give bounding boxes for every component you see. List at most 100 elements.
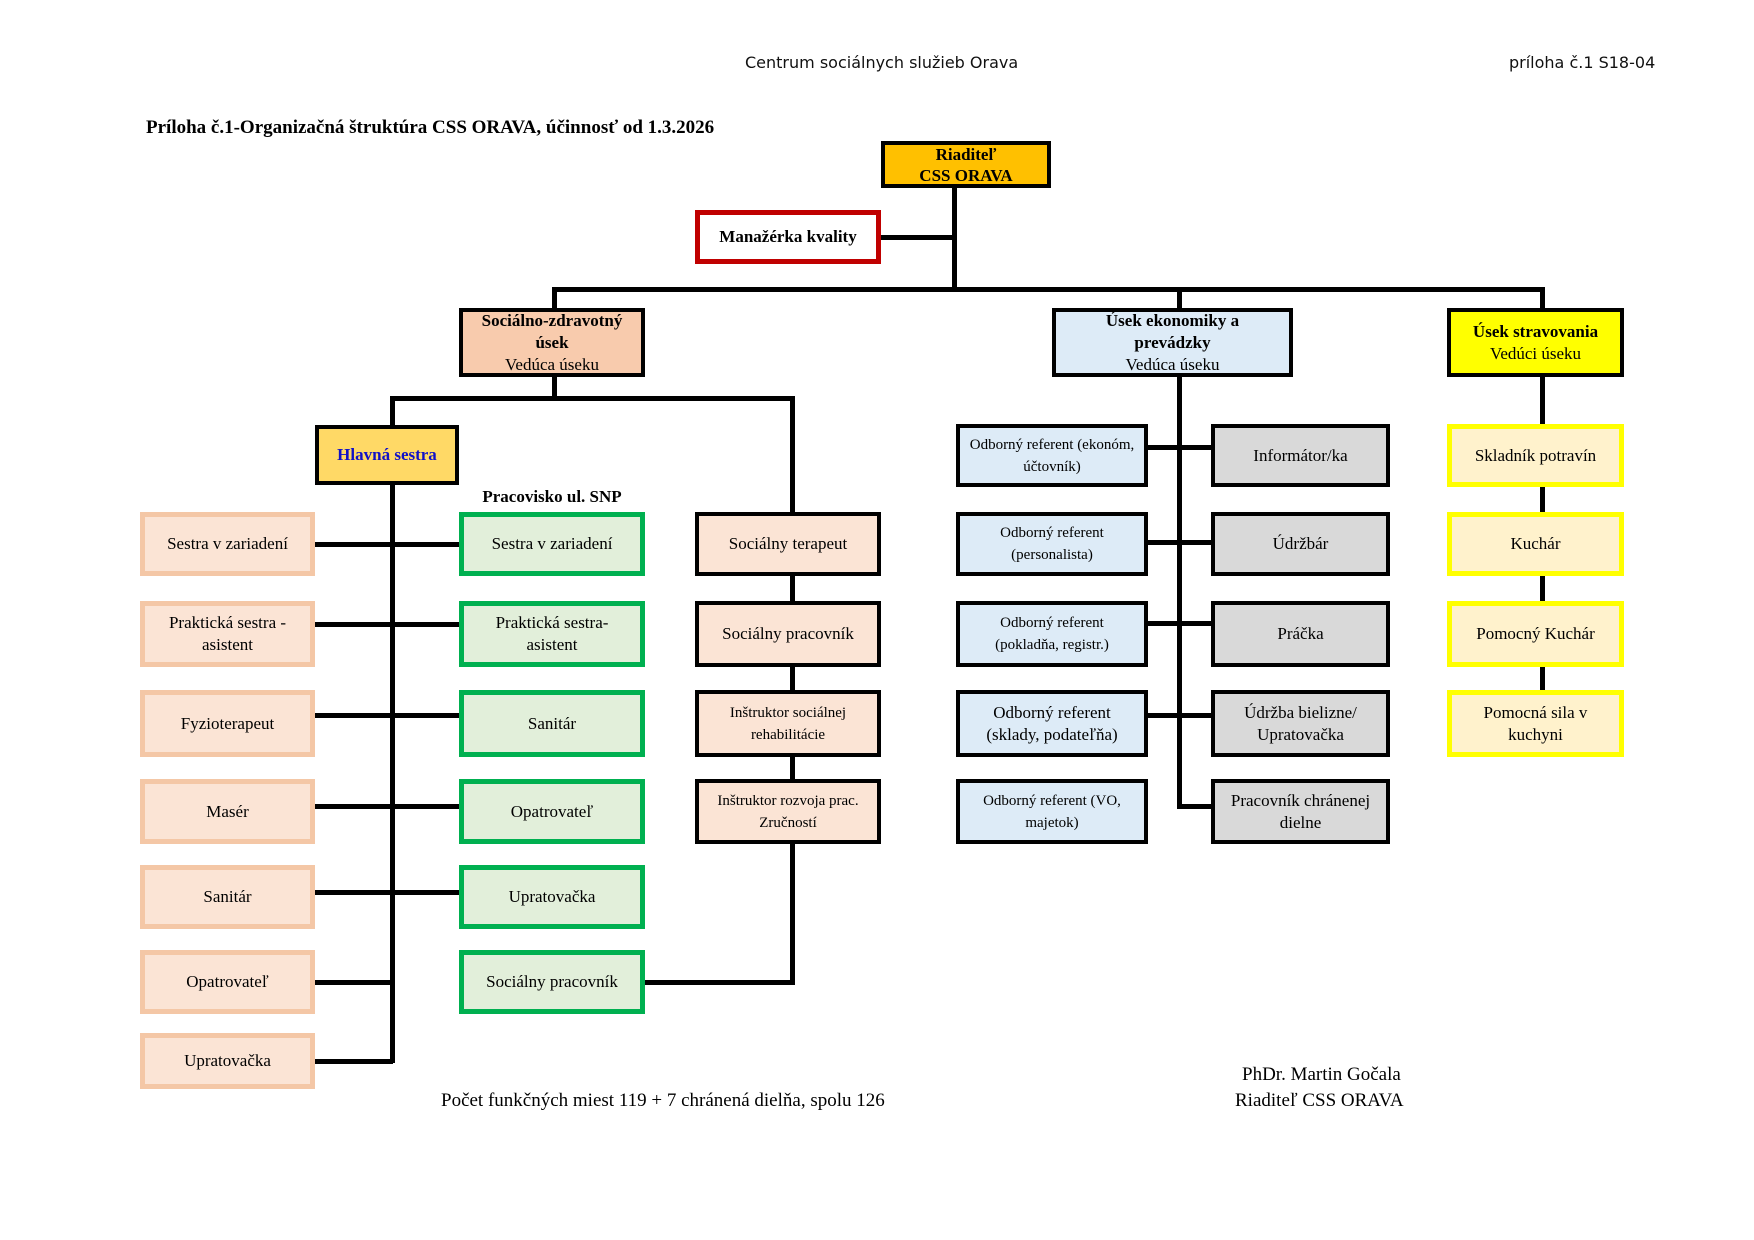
position-box: Sociálny pracovník <box>459 950 645 1014</box>
connector-line <box>315 542 459 547</box>
position-label: Opatrovateľ <box>510 801 594 821</box>
position-label: Sanitár <box>527 713 577 733</box>
connector-line <box>1148 621 1211 626</box>
connector-line <box>552 287 1545 292</box>
position-label: Upratovačka <box>184 1051 271 1070</box>
department-catering: Úsek stravovania Vedúci úseku <box>1447 308 1624 377</box>
position-box: Sestra v zariadení <box>140 512 315 576</box>
position-box: Sanitár <box>140 865 315 929</box>
position-label: Sociálny terapeut <box>728 534 848 553</box>
department-name-line2: prevádzky <box>1134 332 1211 352</box>
position-box: Skladník potravín <box>1447 424 1624 487</box>
department-name: Úsek stravovania <box>1472 321 1599 341</box>
position-label: Kuchár <box>1510 534 1561 553</box>
position-label-line2: rehabilitácie <box>750 726 826 743</box>
head-nurse-label: Hlavná sestra <box>337 445 437 464</box>
position-label: Sanitár <box>203 887 252 906</box>
position-label: Odborný referent (VO, <box>983 792 1121 809</box>
connector-line <box>315 980 393 985</box>
position-label-line2: (sklady, podateľňa) <box>986 724 1118 744</box>
position-box: Sociálny pracovník <box>695 601 881 667</box>
director-org: CSS ORAVA <box>919 165 1013 185</box>
department-economy: Úsek ekonomiky a prevádzky Vedúca úseku <box>1052 308 1293 377</box>
document-header-center: Centrum sociálnych služieb Orava <box>745 53 1019 72</box>
position-box: Inštruktor sociálnej rehabilitácie <box>695 690 881 757</box>
department-name-line1: Sociálno-zdravotný <box>481 310 623 330</box>
connector-line <box>315 890 459 895</box>
position-label: Údržba bielizne/ <box>1244 702 1357 722</box>
position-label: Údržbár <box>1272 534 1329 553</box>
position-box: Upratovačka <box>459 865 645 929</box>
position-box: Opatrovateľ <box>459 779 645 844</box>
position-box: Sociálny terapeut <box>695 512 881 576</box>
position-label: Sociálny pracovník <box>486 972 618 991</box>
position-label: Sestra v zariadení <box>491 534 613 553</box>
connector-line <box>552 287 557 308</box>
position-box: Sestra v zariadení <box>459 512 645 576</box>
connector-line <box>1177 287 1182 308</box>
position-box: Fyzioterapeut <box>140 690 315 757</box>
connector-line <box>1148 713 1211 718</box>
head-nurse-box: Hlavná sestra <box>315 425 459 485</box>
connector-line <box>390 396 395 425</box>
position-label: Inštruktor sociálnej <box>729 704 847 721</box>
position-box: Údržbár <box>1211 512 1390 576</box>
department-social-health: Sociálno-zdravotný úsek Vedúca úseku <box>459 308 645 377</box>
position-label: Skladník potravín <box>1474 445 1597 465</box>
position-label: Pomocný Kuchár <box>1476 624 1595 643</box>
position-label: Fyzioterapeut <box>180 713 275 733</box>
position-label: Práčka <box>1277 624 1324 643</box>
workplace-snp-label: Pracovisko ul. SNP <box>482 487 622 506</box>
position-box: Pomocný Kuchár <box>1447 601 1624 667</box>
signature-title: Riaditeľ CSS ORAVA <box>1235 1090 1404 1111</box>
position-box: Odborný referent (ekonóm,účtovník) <box>956 424 1148 487</box>
position-label: Odborný referent <box>1000 525 1104 541</box>
position-box: Masér <box>140 779 315 844</box>
position-label-line2: Upratovačka <box>1257 724 1344 744</box>
position-box: Sanitár <box>459 690 645 757</box>
position-box: Informátor/ka <box>1211 424 1390 487</box>
quality-manager-label: Manažérka kvality <box>719 227 857 246</box>
position-label: Odborný referent <box>1000 615 1104 631</box>
position-label-line2: asistent <box>202 635 253 654</box>
director-title: Riaditeľ <box>935 144 997 164</box>
document-header-right: príloha č.1 S18-04 <box>1509 53 1656 72</box>
connector-line <box>1148 540 1211 545</box>
connector-line <box>315 713 459 718</box>
position-box: Odborný referent (VO,majetok) <box>956 779 1148 844</box>
connector-line <box>315 622 459 627</box>
position-label: Praktická sestra - <box>168 613 287 632</box>
position-box: Inštruktor rozvoja prac.Zručností <box>695 779 881 844</box>
position-label-line2: Zručností <box>759 814 817 831</box>
connector-line <box>552 377 557 398</box>
connector-line <box>1177 804 1211 809</box>
department-name-line1: Úsek ekonomiky a <box>1105 310 1240 330</box>
department-name-line2: úsek <box>535 332 569 352</box>
quality-manager-box: Manažérka kvality <box>695 210 881 264</box>
signature-name: PhDr. Martin Gočala <box>1242 1064 1401 1085</box>
department-head: Vedúca úseku <box>1125 354 1220 374</box>
position-box: Upratovačka <box>140 1033 315 1089</box>
position-box: Údržba bielizne/Upratovačka <box>1211 690 1390 757</box>
connector-line <box>390 396 795 401</box>
position-label: Pracovník chránenej <box>1230 790 1371 810</box>
position-label-line2: dielne <box>1279 812 1322 832</box>
position-label: Masér <box>206 801 249 821</box>
connector-line <box>1177 377 1182 809</box>
position-box: Práčka <box>1211 601 1390 667</box>
position-label-line2: asistent <box>526 635 578 654</box>
connector-line <box>881 235 955 240</box>
connector-line <box>1540 287 1545 308</box>
position-label: Odborný referent (ekonóm, <box>969 436 1135 453</box>
position-label: Sestra v zariadení <box>167 534 288 553</box>
position-box: Praktická sestra-asistent <box>459 601 645 667</box>
position-label: Informátor/ka <box>1253 445 1348 465</box>
position-label: Odborný referent <box>993 702 1111 722</box>
position-label-line2: (personalista) <box>1011 547 1093 563</box>
department-head: Vedúci úseku <box>1489 343 1582 363</box>
connector-line <box>315 804 459 809</box>
position-label: Opatrovateľ <box>186 972 269 991</box>
connector-line <box>390 485 395 1063</box>
